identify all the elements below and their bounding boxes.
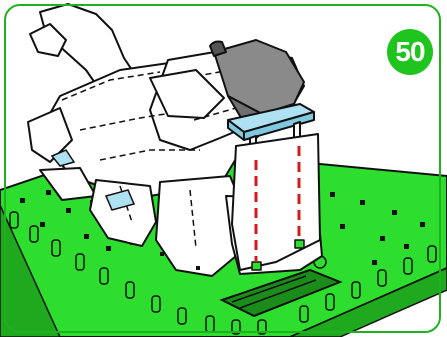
illustration-frame [4, 4, 441, 333]
step-number-text: 50 [395, 36, 424, 67]
step-number-badge: 50 [387, 29, 433, 75]
